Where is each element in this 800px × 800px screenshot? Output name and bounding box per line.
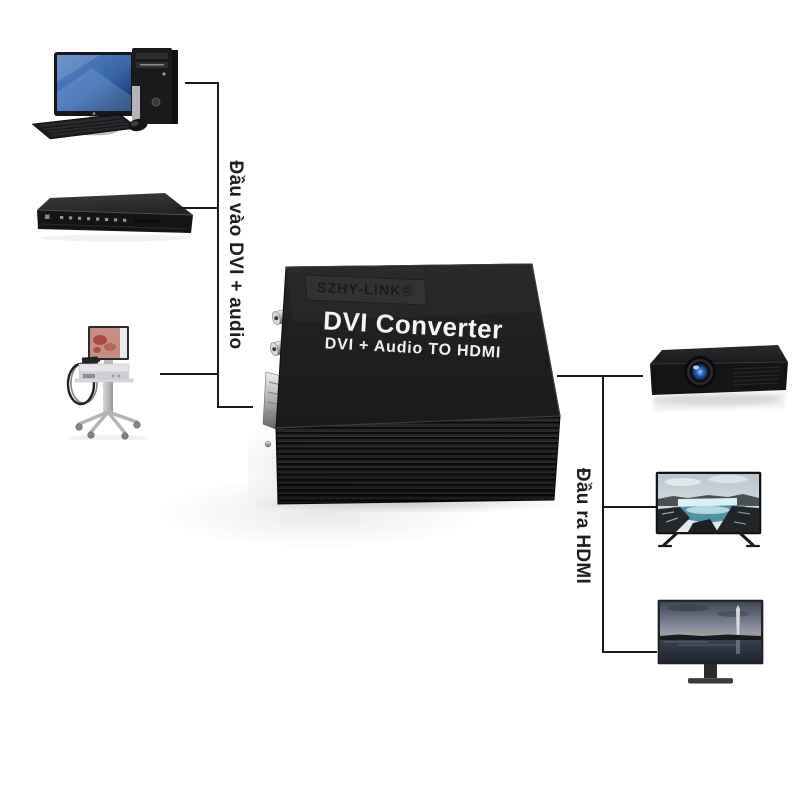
dvd-buttons [45,214,160,223]
input-bus-line [217,82,219,408]
dvd-connector-line [177,207,219,209]
pc-tower [132,48,178,124]
monitor-connector-line [602,651,657,653]
output-bus-line [602,375,604,653]
pc-mouse [128,118,148,132]
input-label: Đầu vào DVI + audio [225,160,246,350]
cart-equipment [74,356,134,383]
dvd-player-icon [36,193,194,242]
brand-plate: SZHY-LINK® [304,274,428,306]
tv-legs [657,532,761,548]
tv-screen [658,474,759,532]
cart-base [68,382,148,440]
dvi-converter-device: SZHY-LINK® DVI Converter DVI + Audio TO … [248,263,568,512]
monitor-stand [688,664,733,684]
converter-body [275,263,561,505]
cart-monitor [88,326,129,366]
desktop-computer-icon [31,48,178,140]
converter-input-line [217,406,253,408]
pc-keyboard [31,113,139,140]
monitor-screen [660,602,761,662]
computer-connector-line [185,82,219,84]
desktop-monitor-icon [657,599,764,684]
output-label: Đầu ra HDMI [572,467,593,585]
projector-lens [684,356,716,388]
endoscopy-cart-icon [66,326,148,440]
projector-reflection [652,392,786,411]
cart-connector-line [160,373,219,375]
projector-connector-line [557,375,643,377]
led-tv-icon [655,471,762,548]
tv-connector-line [602,506,657,508]
brand-text: SZHY-LINK® [317,279,414,299]
projector-icon [649,345,789,411]
